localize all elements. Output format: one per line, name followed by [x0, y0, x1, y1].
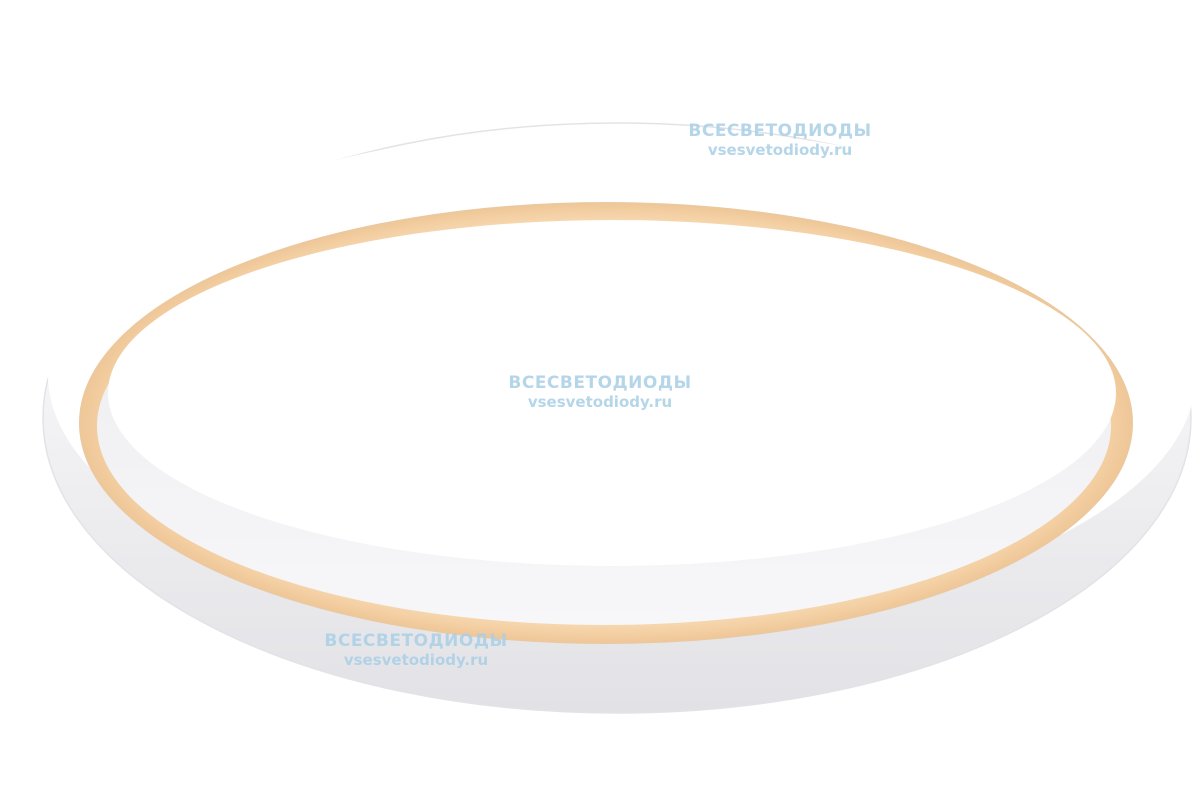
ring-inner-opening	[108, 220, 1116, 566]
